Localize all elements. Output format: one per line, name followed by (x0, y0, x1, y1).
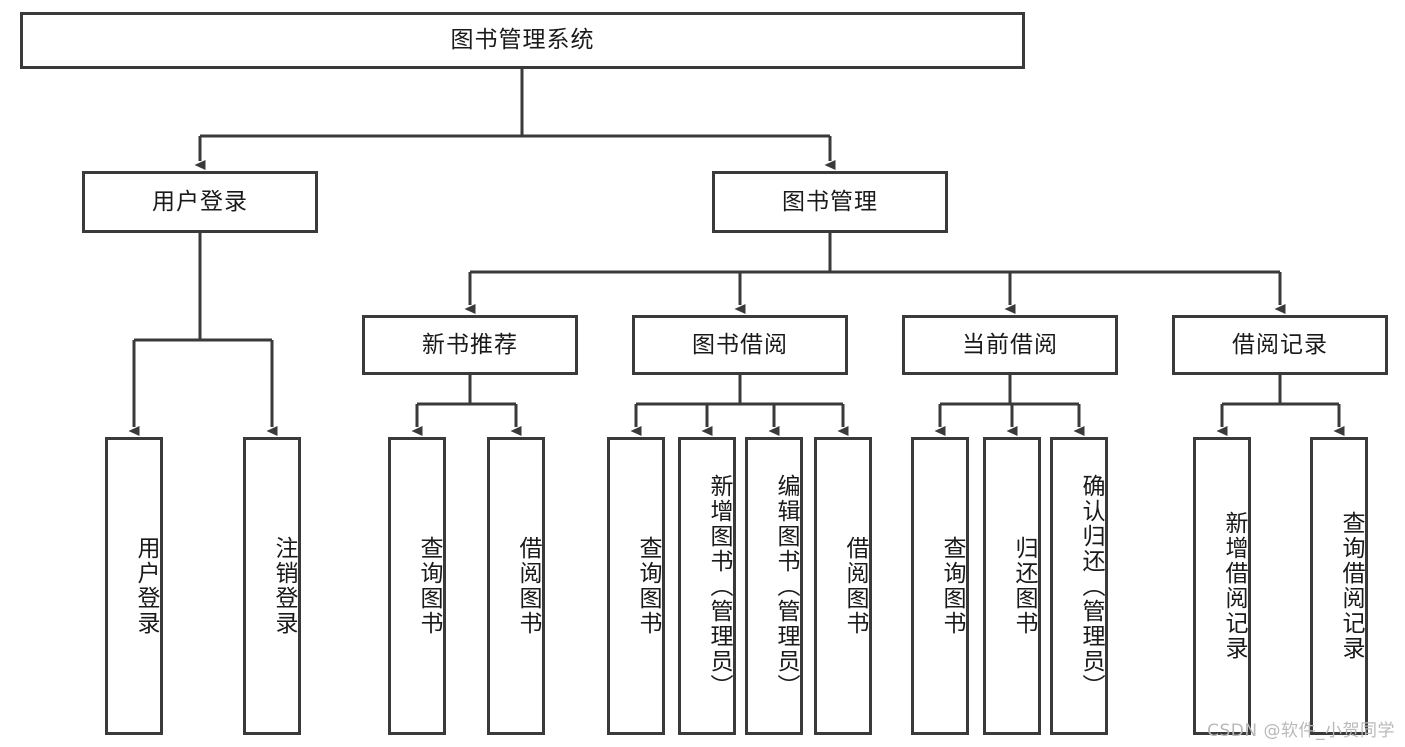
node-label: 查询借阅记录 (1338, 511, 1364, 661)
node-label: 查询图书 (939, 536, 965, 636)
node-label: 归还图书 (1011, 536, 1037, 636)
node-label: 新书推荐 (422, 331, 518, 358)
leaf-confirm-return-admin[interactable]: 确认归还（管理员） (1050, 437, 1108, 735)
node-label: 借阅图书 (842, 536, 868, 636)
node-label: 用户登录 (133, 536, 159, 636)
node-book-management[interactable]: 图书管理 (712, 171, 948, 233)
leaf-borrow-book[interactable]: 借阅图书 (814, 437, 872, 735)
node-label: 当前借阅 (962, 331, 1058, 358)
node-label: 用户登录 (152, 188, 248, 215)
node-label: 查询图书 (635, 536, 661, 636)
leaf-return-book[interactable]: 归还图书 (983, 437, 1041, 735)
leaf-query-book-current[interactable]: 查询图书 (911, 437, 969, 735)
node-label: 查询图书 (416, 536, 442, 636)
leaf-add-book-admin[interactable]: 新增图书（管理员） (678, 437, 736, 735)
node-label: 编辑图书（管理员） (773, 473, 799, 699)
node-label: 图书管理系统 (450, 27, 595, 54)
node-book-borrow[interactable]: 图书借阅 (632, 315, 848, 375)
node-label: 新增借阅记录 (1221, 511, 1247, 661)
node-label: 注销登录 (271, 536, 297, 636)
leaf-user-login[interactable]: 用户登录 (105, 437, 163, 735)
leaf-logout[interactable]: 注销登录 (243, 437, 301, 735)
node-current-borrow[interactable]: 当前借阅 (902, 315, 1118, 375)
leaf-add-borrow-record[interactable]: 新增借阅记录 (1193, 437, 1251, 735)
node-label: 图书借阅 (692, 331, 788, 358)
node-root-system[interactable]: 图书管理系统 (20, 12, 1025, 69)
node-label: 借阅图书 (515, 536, 541, 636)
node-label: 图书管理 (782, 188, 878, 215)
leaf-query-book-borrow[interactable]: 查询图书 (607, 437, 665, 735)
node-borrow-records[interactable]: 借阅记录 (1172, 315, 1388, 375)
leaf-edit-book-admin[interactable]: 编辑图书（管理员） (745, 437, 803, 735)
node-label: 确认归还（管理员） (1078, 473, 1104, 699)
leaf-query-borrow-record[interactable]: 查询借阅记录 (1310, 437, 1368, 735)
node-label: 借阅记录 (1232, 331, 1328, 358)
leaf-borrow-book-recommend[interactable]: 借阅图书 (487, 437, 545, 735)
node-user-login[interactable]: 用户登录 (82, 171, 318, 233)
node-label: 新增图书（管理员） (706, 473, 732, 699)
node-new-book-recommend[interactable]: 新书推荐 (362, 315, 578, 375)
leaf-query-book-recommend[interactable]: 查询图书 (388, 437, 446, 735)
